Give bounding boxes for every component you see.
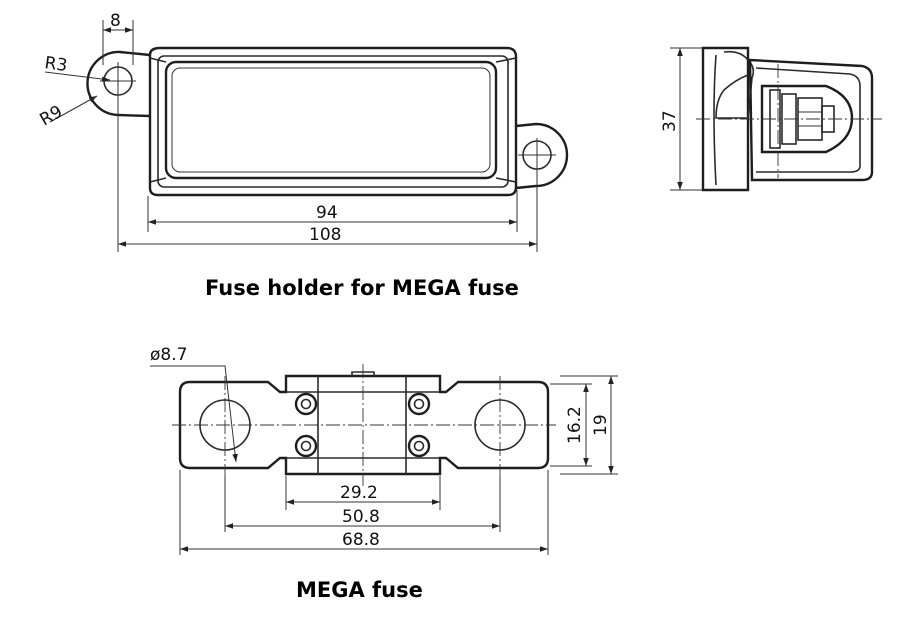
fuse-outline	[178, 374, 550, 476]
holder-body-inner	[157, 55, 509, 188]
mega-fuse-drawing: ø8.7 29.2 50.8 68.8 16.2 19	[150, 345, 618, 555]
fuse-dim-height-inner: 16.2	[565, 406, 585, 444]
fuse-rivets	[294, 392, 431, 458]
fuse-dim-body-width: 29.2	[340, 483, 378, 503]
holder-top-view: 8 R3 R9 94 108	[37, 11, 569, 252]
holder-dim-height: 37	[660, 110, 680, 132]
holder-side-cover	[748, 58, 874, 182]
fuse-dim-height-outer: 19	[591, 414, 611, 436]
holder-dim-width-overall: 108	[309, 225, 341, 245]
holder-dim-radius-large: R9	[37, 102, 67, 131]
holder-caption: Fuse holder for MEGA fuse	[205, 276, 519, 300]
fuse-dim-overall-length: 68.8	[342, 530, 380, 550]
fuse-dim-hole-diameter: ø8.7	[150, 345, 187, 365]
holder-dim-width-inner: 94	[316, 203, 338, 223]
holder-dim-tab-width: 8	[110, 11, 121, 31]
fuse-caption: MEGA fuse	[296, 578, 423, 602]
holder-side-dome	[760, 84, 854, 154]
holder-body-outline	[148, 46, 518, 197]
holder-side-view: 37	[660, 46, 882, 192]
holder-dim-radius-small: R3	[43, 53, 68, 76]
fuse-dim-hole-spacing: 50.8	[342, 507, 380, 527]
holder-side-base	[701, 46, 750, 192]
holder-left-ear	[86, 50, 151, 118]
holder-cover	[164, 60, 498, 180]
holder-right-ear	[515, 122, 569, 190]
